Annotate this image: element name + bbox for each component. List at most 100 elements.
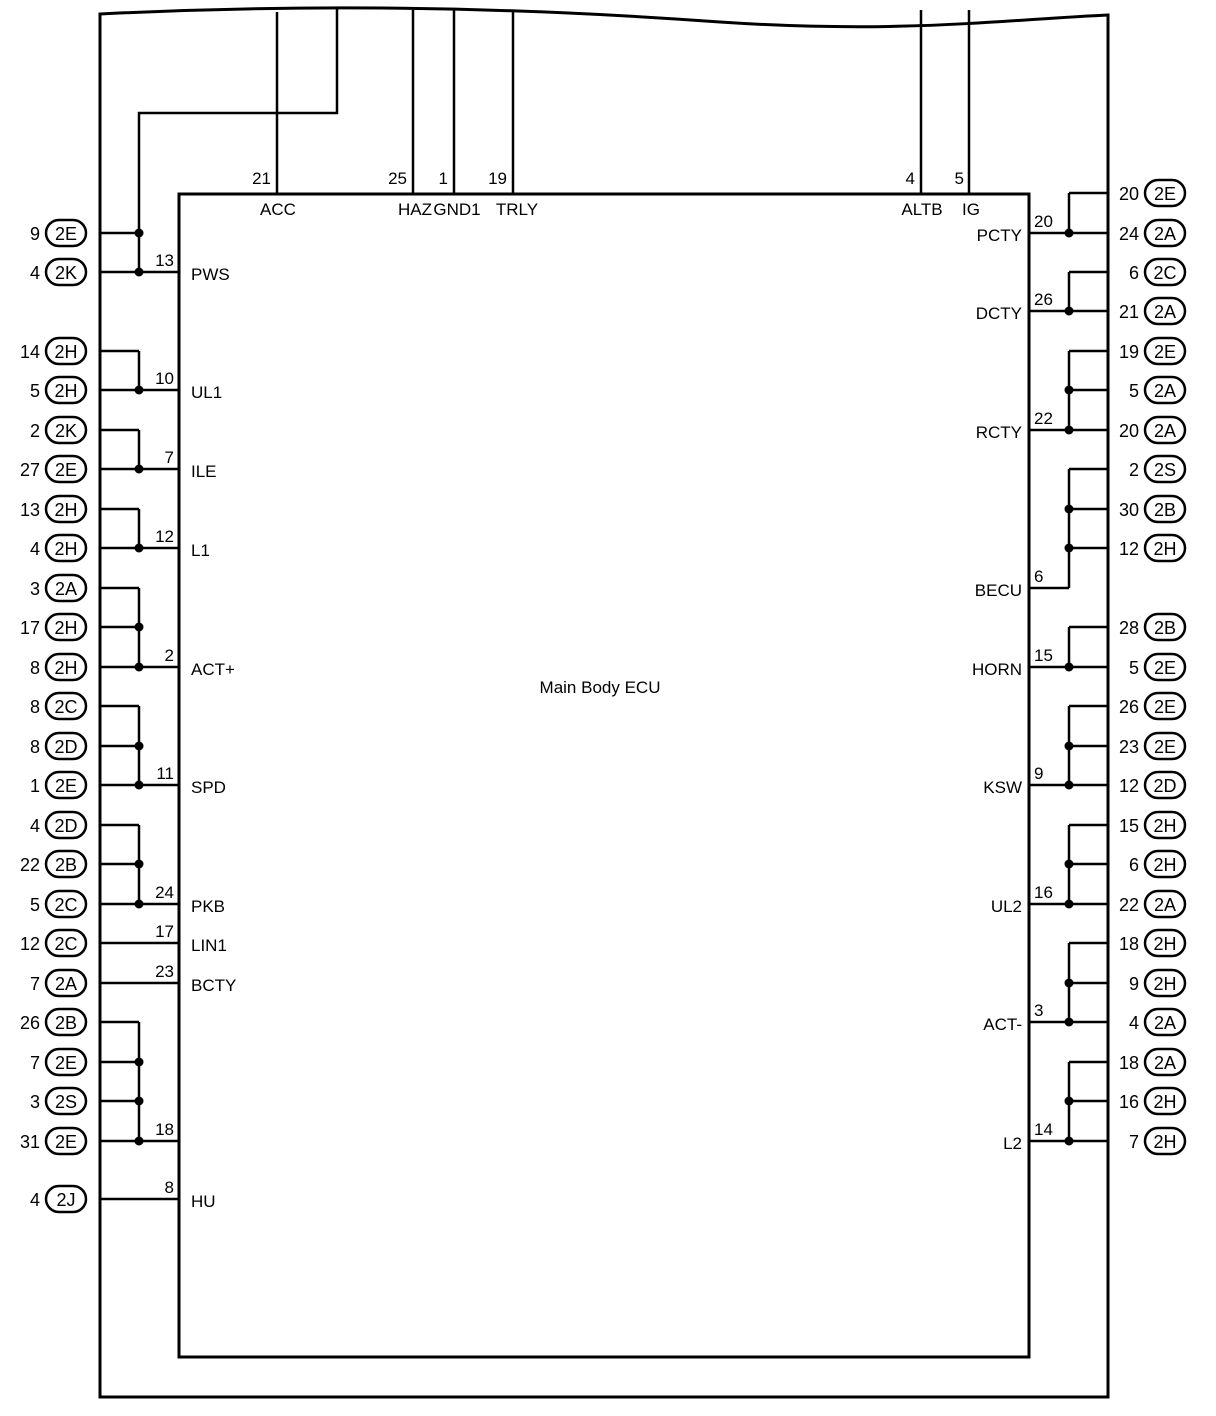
connector-badge [44,415,88,445]
connector-code: 2H [54,539,77,559]
top-signal-label: HAZ [398,200,432,219]
connector-code: 2A [1154,421,1176,441]
pin-number: 18 [155,1120,174,1139]
signal-label: BECU [975,581,1022,600]
junction-dot [1064,859,1074,869]
connector-code: 2B [55,855,77,875]
signal-label: ACT- [983,1015,1022,1034]
connector-pin-number: 4 [30,539,40,559]
connector-badge [1143,296,1187,326]
connector-code: 2K [55,263,77,283]
connector-badge [1143,494,1187,524]
connector-pin-number: 5 [30,895,40,915]
top-pin-number: 4 [906,169,915,188]
pin-number: 8 [165,1178,174,1197]
connector-code: 2C [54,895,77,915]
connector-code: 2C [54,697,77,717]
signal-label: L1 [191,541,210,560]
junction-dot [134,662,144,672]
connector-pin-number: 23 [1119,737,1139,757]
connector-2d: 4 2D [30,810,88,840]
junction-dot [134,1136,144,1146]
junction-dot [1064,978,1074,988]
connector-badge [44,889,88,919]
pin-number: 26 [1034,290,1053,309]
connector-code: 2E [1154,184,1176,204]
connector-code: 2A [1154,1013,1176,1033]
connector-badge [1143,652,1187,682]
junction-dot [1064,662,1074,672]
connector-pin-number: 2 [1129,460,1139,480]
connector-badge [1143,178,1187,208]
junction-dot [1064,1136,1074,1146]
signal-label: PCTY [977,226,1022,245]
connector-code: 2A [1154,381,1176,401]
signal-label: PWS [191,265,230,284]
junction-dot [1064,228,1074,238]
junction-dot [1064,543,1074,553]
connector-pin-number: 4 [30,1190,40,1210]
pin-number: 22 [1034,409,1053,428]
connector-pin-number: 7 [30,974,40,994]
connector-code: 2E [1154,697,1176,717]
connector-code: 2A [1154,302,1176,322]
junction-dot [1064,780,1074,790]
junction-dot [134,780,144,790]
junction-dot [134,899,144,909]
connector-badge [44,375,88,405]
connector-pin-number: 5 [1129,381,1139,401]
connector-badge [44,731,88,761]
connector-pin-number: 5 [1129,658,1139,678]
connector-pin-number: 13 [20,500,40,520]
connector-pin-number: 6 [1129,855,1139,875]
pin-number: 2 [165,646,174,665]
connector-pin-number: 9 [30,224,40,244]
junction-dots [134,228,1074,1146]
junction-dot [134,622,144,632]
connector-badge [44,257,88,287]
pin-number: 9 [1034,764,1043,783]
connector-code: 2D [54,737,77,757]
connector-badge [44,336,88,366]
connector-code: 2D [54,816,77,836]
connector-code: 2E [1154,342,1176,362]
junction-dot [1064,425,1074,435]
signal-label: LIN1 [191,936,227,955]
pin-number: 3 [1034,1001,1043,1020]
connector-code: 2H [1153,1132,1176,1152]
connector-pin-number: 21 [1119,302,1139,322]
connector-badge [1143,691,1187,721]
junction-dot [1064,306,1074,316]
connector-badge [44,691,88,721]
connector-code: 2B [55,1013,77,1033]
connector-pin-number: 8 [30,658,40,678]
connector-pin-number: 12 [1119,539,1139,559]
connector-pin-number: 30 [1119,500,1139,520]
signal-label: SPD [191,778,226,797]
connector-pin-number: 4 [30,816,40,836]
